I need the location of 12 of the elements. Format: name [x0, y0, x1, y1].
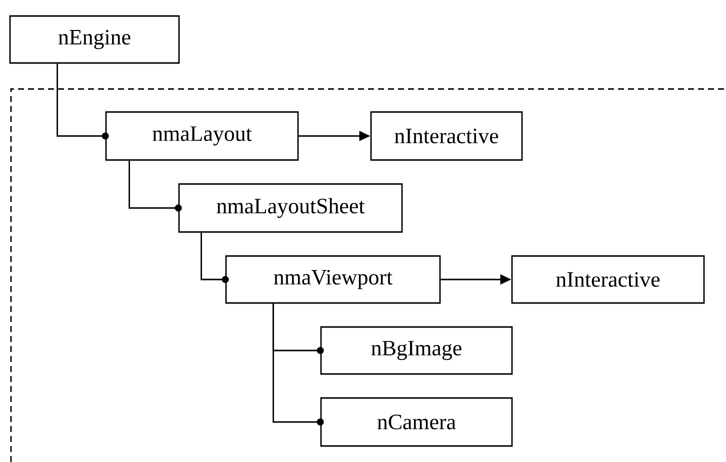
class-box: nCamera [320, 397, 513, 447]
connector-line [128, 160, 182, 212]
connector-line [272, 304, 324, 426]
class-box: nmaLayout [105, 111, 299, 161]
class-box: nmaLayoutSheet [178, 183, 403, 233]
connector-line [56, 64, 109, 140]
class-box: nEngine [9, 15, 180, 64]
class-box: nInteractive [370, 111, 523, 161]
class-box: nInteractive [511, 255, 705, 304]
class-box: nBgImage [320, 326, 513, 375]
connector-line [200, 232, 229, 283]
class-box: nmaViewport [225, 255, 441, 304]
